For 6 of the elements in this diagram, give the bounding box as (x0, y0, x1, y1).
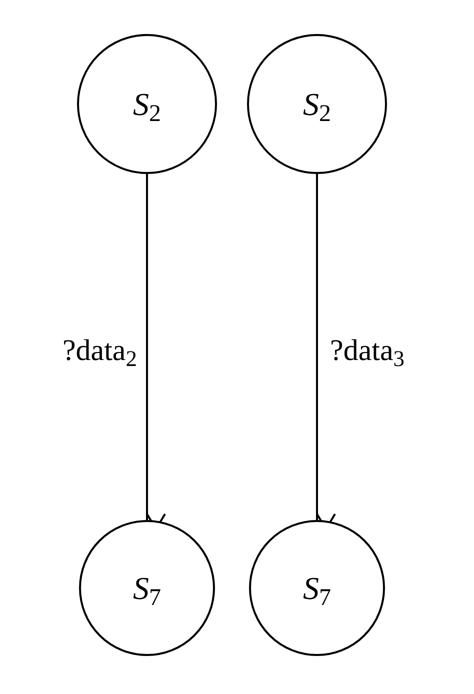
state-label: S$_{7}$ (303, 572, 331, 604)
edge-label: ?data$_{2}$ (62, 336, 137, 366)
state-label: S$_{2}$ (133, 88, 161, 120)
state-label: S$_{7}$ (133, 572, 161, 604)
edge-label: ?data$_{3}$ (330, 336, 405, 366)
state-label: S$_{2}$ (303, 88, 331, 120)
